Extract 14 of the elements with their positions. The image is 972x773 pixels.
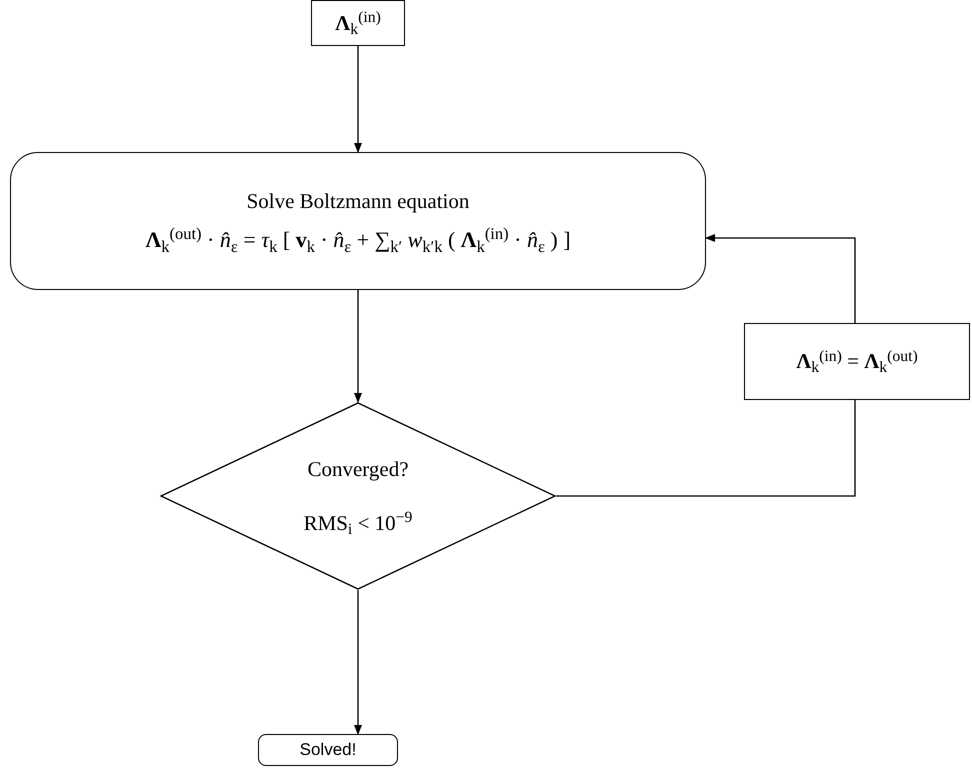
arrow: [705, 234, 856, 323]
equation: Λ$_{k}$$^{(out)}$ · n̂$_{ε}$ = τ$_{k}$ [ v$_{k}$ · n̂$_{ε}$ + ∑$_{k′}$ w$_{k′k}$ ( Λ$_{k}$$^{(in)}$ · n̂$_{ε}$ ) ]: [145, 226, 571, 254]
node-heading: Converged?: [307, 456, 409, 482]
process-box: [744, 323, 970, 400]
node-heading: Solve Boltzmann equation: [246, 188, 470, 214]
arrow: [354, 290, 362, 403]
arrow: [354, 46, 362, 153]
process-box: [10, 152, 706, 290]
process-box: [311, 0, 405, 46]
node-text: RMS$_{i}$ < 10$^{−9}$: [304, 510, 412, 536]
decision-diamond: [160, 402, 556, 590]
arrow: [354, 590, 362, 735]
terminal-box: [258, 734, 398, 766]
node-text: Solved!: [300, 739, 356, 761]
